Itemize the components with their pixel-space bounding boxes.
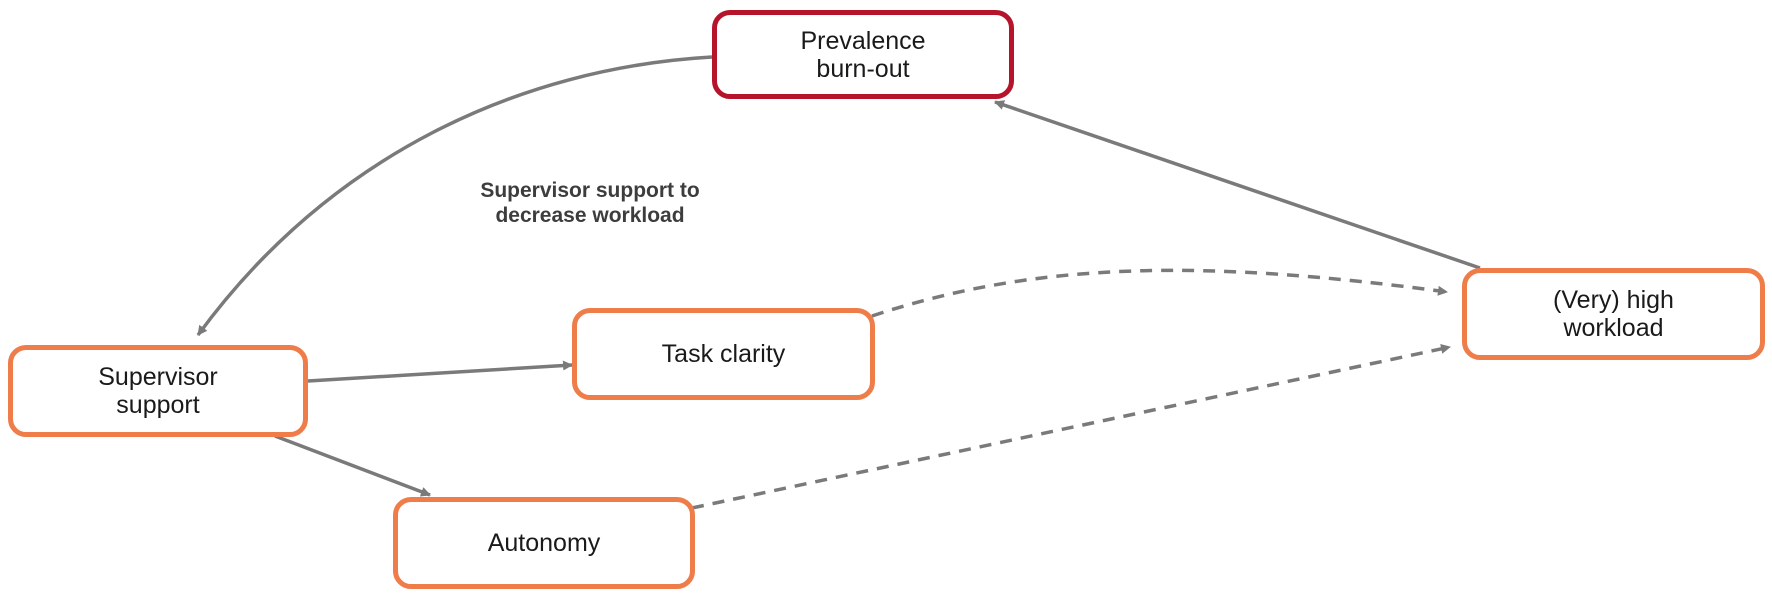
edge-workload-to-burnout [994, 100, 1481, 270]
node-task-clarity: Task clarity [572, 308, 875, 400]
diagram-caption: Supervisor support to decrease workload [480, 179, 700, 227]
edge-supervisor-support-to-autonomy [274, 434, 431, 497]
node-very-high-workload: (Very) high workload [1462, 268, 1765, 360]
node-prevalence-burnout: Prevalence burn-out [712, 10, 1014, 99]
node-supervisor-support: Supervisor support [8, 345, 308, 437]
edge-supervisor-support-to-task-clarity [307, 360, 573, 383]
edge-task-clarity-to-workload [871, 268, 1448, 318]
edge-autonomy-to-workload [691, 343, 1451, 510]
edge-burnout-to-supervisor-support [196, 55, 713, 337]
node-autonomy: Autonomy [393, 497, 695, 589]
